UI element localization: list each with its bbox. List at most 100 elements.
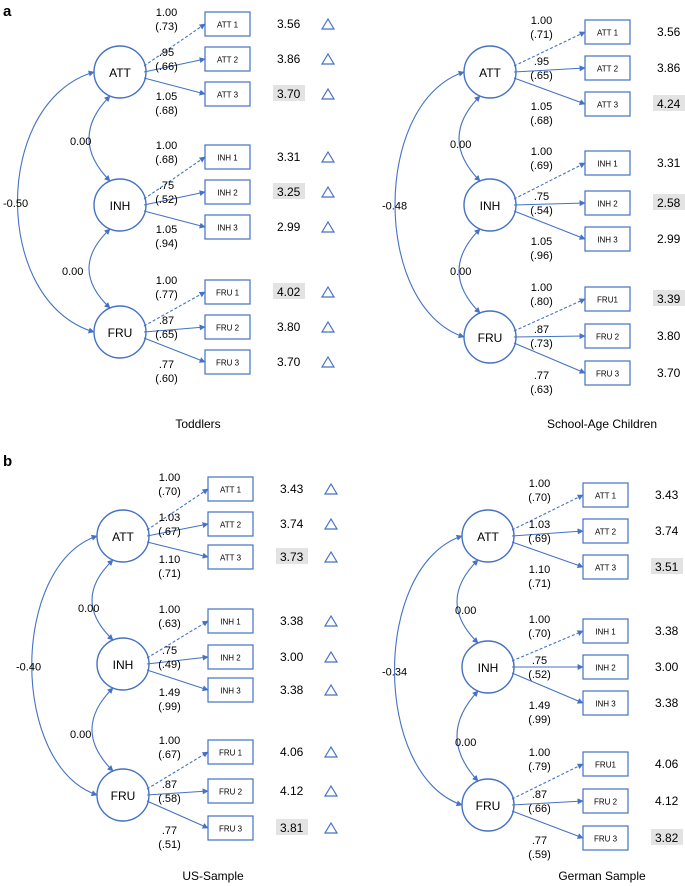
item-box — [582, 690, 629, 716]
loading-path — [146, 620, 209, 659]
item-box — [582, 825, 629, 851]
loading-path — [146, 541, 209, 559]
std-loading-value: (.71) — [158, 568, 181, 580]
item-box — [204, 214, 251, 240]
item-label: INH 2 — [597, 200, 618, 209]
loading-value: .77 — [159, 359, 174, 371]
factor-label: INH — [113, 658, 134, 672]
triangle-icon — [320, 185, 336, 198]
std-loading-value: (.73) — [155, 21, 178, 33]
item-label: INH 3 — [217, 224, 238, 233]
covariance-path — [456, 559, 479, 644]
std-loading-value: (.66) — [528, 803, 551, 815]
factor-label: FRU — [111, 789, 136, 803]
loading-path — [146, 522, 209, 537]
std-loading-value: (.63) — [158, 618, 181, 630]
intercept-value: 3.00 — [280, 650, 304, 664]
item-box — [207, 815, 254, 841]
covariance-value: -0.48 — [382, 201, 407, 213]
loading-value: .95 — [534, 56, 549, 68]
loading-path — [146, 788, 209, 796]
std-loading-value: (.49) — [158, 659, 181, 671]
loading-path — [513, 298, 586, 332]
std-loading-value: (.73) — [530, 338, 553, 350]
loading-path — [513, 162, 586, 200]
std-loading-value: (.52) — [155, 194, 178, 206]
loading-value: 1.00 — [531, 282, 552, 294]
triangle-icon — [323, 550, 339, 563]
loading-value: 1.10 — [159, 554, 180, 566]
loading-path — [513, 77, 586, 105]
covariance-path — [456, 690, 479, 782]
loading-value: 1.00 — [529, 478, 550, 490]
intercept-value: 3.86 — [657, 61, 681, 75]
panel-caption: US-Sample — [182, 869, 244, 883]
item-label: ATT 1 — [217, 21, 239, 30]
loading-path — [143, 190, 206, 206]
std-loading-value: (.59) — [528, 849, 551, 861]
factor-label: INH — [478, 661, 499, 675]
loading-value: .95 — [159, 47, 174, 59]
intercept-value: 3.38 — [280, 614, 304, 628]
covariance-value: -0.40 — [16, 662, 41, 674]
intercept-value: 3.38 — [655, 624, 679, 638]
std-loading-value: (.99) — [528, 714, 551, 726]
loading-value: .77 — [534, 370, 549, 382]
loading-value: 1.00 — [531, 146, 552, 158]
item-box — [207, 476, 254, 502]
std-loading-value: (.80) — [530, 296, 553, 308]
loading-path — [511, 810, 584, 839]
std-loading-value: (.52) — [528, 669, 551, 681]
loading-path — [143, 156, 206, 200]
covariance-path — [91, 559, 114, 641]
intercept-value: 3.74 — [280, 517, 304, 531]
factor-label: ATT — [477, 530, 499, 544]
loading-path — [513, 210, 586, 240]
item-label: ATT 3 — [597, 101, 619, 110]
item-box — [582, 482, 629, 508]
loading-value: .77 — [532, 835, 547, 847]
item-label: FRU 2 — [596, 333, 620, 342]
intercept-value: 3.31 — [277, 150, 301, 164]
factor-label: FRU — [108, 326, 133, 340]
loading-value: 1.00 — [156, 140, 177, 152]
item-box — [582, 554, 629, 580]
triangle-icon — [320, 355, 336, 368]
intercept-value: 2.99 — [657, 232, 681, 246]
item-box — [207, 644, 254, 670]
loading-path — [143, 57, 206, 73]
triangle-icon — [323, 614, 339, 627]
loading-path — [146, 751, 209, 790]
item-box — [204, 144, 251, 170]
intercept-value: 3.80 — [657, 329, 681, 343]
item-box — [584, 360, 631, 386]
covariance-value: 0.00 — [62, 266, 83, 278]
intercept-highlight — [276, 819, 308, 835]
intercept-value: 3.70 — [277, 87, 301, 101]
item-label: INH 1 — [595, 628, 616, 637]
item-label: FRU 3 — [216, 359, 240, 368]
loading-value: 1.05 — [531, 101, 552, 113]
loading-path — [513, 342, 586, 374]
item-label: FRU 1 — [219, 749, 243, 758]
item-box — [207, 511, 254, 537]
intercept-value: 3.80 — [277, 320, 301, 334]
covariance-value: 0.00 — [78, 603, 99, 615]
item-label: INH 2 — [220, 654, 241, 663]
covariance-value: 0.00 — [70, 136, 91, 148]
covariance-path — [91, 687, 114, 772]
loading-path — [511, 541, 584, 569]
intercept-value: 3.39 — [657, 292, 681, 306]
loading-value: .77 — [162, 825, 177, 837]
item-label: INH 3 — [595, 700, 616, 709]
loading-path — [143, 291, 206, 327]
loading-value: .87 — [162, 779, 177, 791]
item-box — [204, 314, 251, 340]
loading-value: 1.00 — [156, 275, 177, 287]
item-label: INH 3 — [220, 687, 241, 696]
loading-value: 1.10 — [529, 564, 550, 576]
item-label: INH 2 — [595, 664, 616, 673]
intercept-value: 3.43 — [280, 482, 304, 496]
loading-value: .75 — [532, 655, 547, 667]
